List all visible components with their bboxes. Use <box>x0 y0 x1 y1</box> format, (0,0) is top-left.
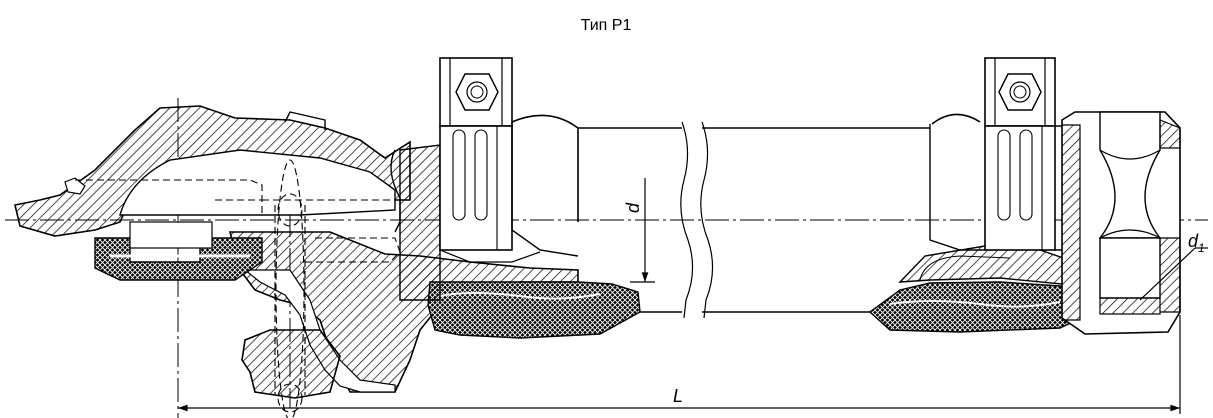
right-clamp <box>929 57 1062 251</box>
drawing-title: Тип Р1 <box>581 17 632 34</box>
label-d1: d1 <box>1188 231 1205 255</box>
hidden-contours <box>75 159 401 418</box>
end-fitting <box>1061 111 1181 335</box>
d1-leader <box>1139 247 1196 301</box>
label-d: d <box>623 202 643 213</box>
hose-wall <box>427 245 1086 339</box>
coupling-head <box>14 105 579 399</box>
dimension-d1: d1 <box>1139 231 1208 301</box>
left-clamp <box>390 57 579 301</box>
dimension-L: L <box>178 315 1181 414</box>
label-L: L <box>673 386 683 406</box>
dimension-d: d <box>623 178 655 283</box>
